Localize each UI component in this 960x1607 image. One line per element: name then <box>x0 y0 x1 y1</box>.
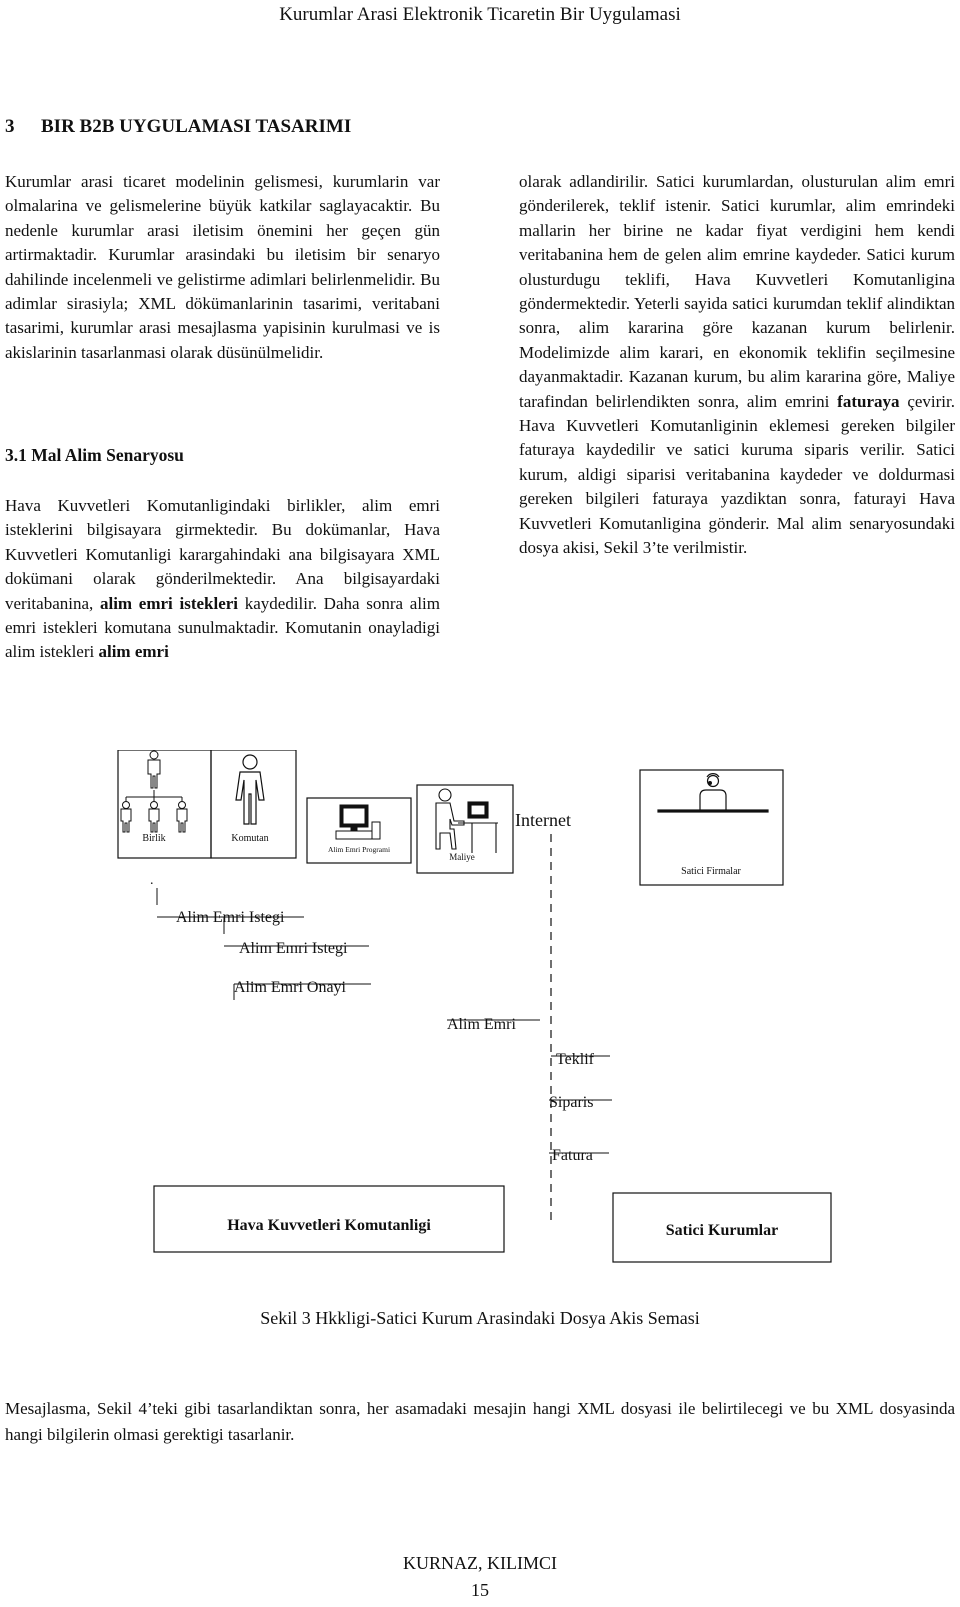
scenario-text-4: çevirir. Hava Kuvvetleri Komutanliginin … <box>519 391 956 558</box>
satici-firmalar-box <box>639 769 784 886</box>
program-box <box>306 797 412 864</box>
subsection-number: 3.1 <box>5 445 27 465</box>
intro-text: Kurumlar arasi ticaret modelinin gelisme… <box>5 172 440 362</box>
operator-icon <box>657 773 769 813</box>
page-number: 15 <box>471 1580 489 1600</box>
maliye-box <box>416 784 514 874</box>
subsection-heading: 3.1 Mal Alim Senaryosu <box>5 445 184 466</box>
satici-firmalar-label: Satici Firmalar <box>681 866 741 877</box>
maliye-label: Maliye <box>449 852 475 862</box>
section-heading: 3 BIR B2B UYGULAMASI TASARIMI <box>5 116 351 138</box>
scenario-bold-1: alim emri istekleri <box>99 593 239 613</box>
scenario-paragraph-left: Hava Kuvvetleri Komutanligindaki birlikl… <box>5 494 440 665</box>
birlik-label: Birlik <box>142 833 165 844</box>
internet-label: Internet <box>515 810 571 830</box>
intro-paragraph: Kurumlar arasi ticaret modelinin gelisme… <box>5 170 440 365</box>
scenario-text-2: kaydedilir. Daha sonra alim emri istekle… <box>5 593 441 662</box>
satici-kurumlar-label: Satici Kurumlar <box>666 1222 778 1239</box>
file-flow-diagram: Birlik Komutan Alim Emri Programi Maliye… <box>117 750 832 1263</box>
scenario-text-3: olarak adlandirilir. Satici kurumlardan,… <box>519 172 955 411</box>
running-header: Kurumlar Arasi Elektronik Ticaretin Bir … <box>279 4 681 25</box>
footer-authors: KURNAZ, KILIMCI <box>403 1553 557 1573</box>
program-label: Alim Emri Programi <box>328 845 390 854</box>
komutan-box <box>210 750 297 859</box>
scenario-paragraph-right: olarak adlandirilir. Satici kurumlardan,… <box>519 170 955 561</box>
satici-kurumlar-box <box>612 1192 832 1263</box>
section-number: 3 <box>5 116 15 137</box>
dot-mark: . <box>150 873 154 888</box>
komutan-label: Komutan <box>231 833 268 844</box>
message-7-label: Fatura <box>552 1147 593 1164</box>
scenario-text-1: Hava Kuvvetleri Komutanligindaki birlikl… <box>5 496 440 613</box>
section-title: BIR B2B UYGULAMASI TASARIMI <box>41 116 352 137</box>
hava-kuvvetleri-label: Hava Kuvvetleri Komutanligi <box>227 1217 431 1234</box>
message-5-label: Teklif <box>556 1051 595 1068</box>
computer-icon <box>335 804 381 840</box>
hierarchy-icon <box>120 750 188 833</box>
message-4-label: Alim Emri <box>447 1016 516 1033</box>
subsection-title: Mal Alim Senaryosu <box>31 445 184 465</box>
commander-person-icon <box>235 754 265 825</box>
figure-caption: Sekil 3 Hkkligi-Satici Kurum Arasindaki … <box>260 1308 700 1328</box>
message-2-label: Alim Emri Istegi <box>239 940 348 957</box>
message-3-label: Alim Emri Onayi <box>234 979 347 996</box>
scenario-bold-3: faturaya <box>837 391 900 411</box>
office-worker-icon <box>435 788 498 853</box>
scenario-bold-2: alim emri <box>98 642 169 662</box>
message-6-label: Siparis <box>549 1094 593 1111</box>
closing-paragraph: Mesajlasma, Sekil 4’teki gibi tasarlandi… <box>5 1399 955 1444</box>
hava-kuvvetleri-box <box>153 1185 505 1253</box>
